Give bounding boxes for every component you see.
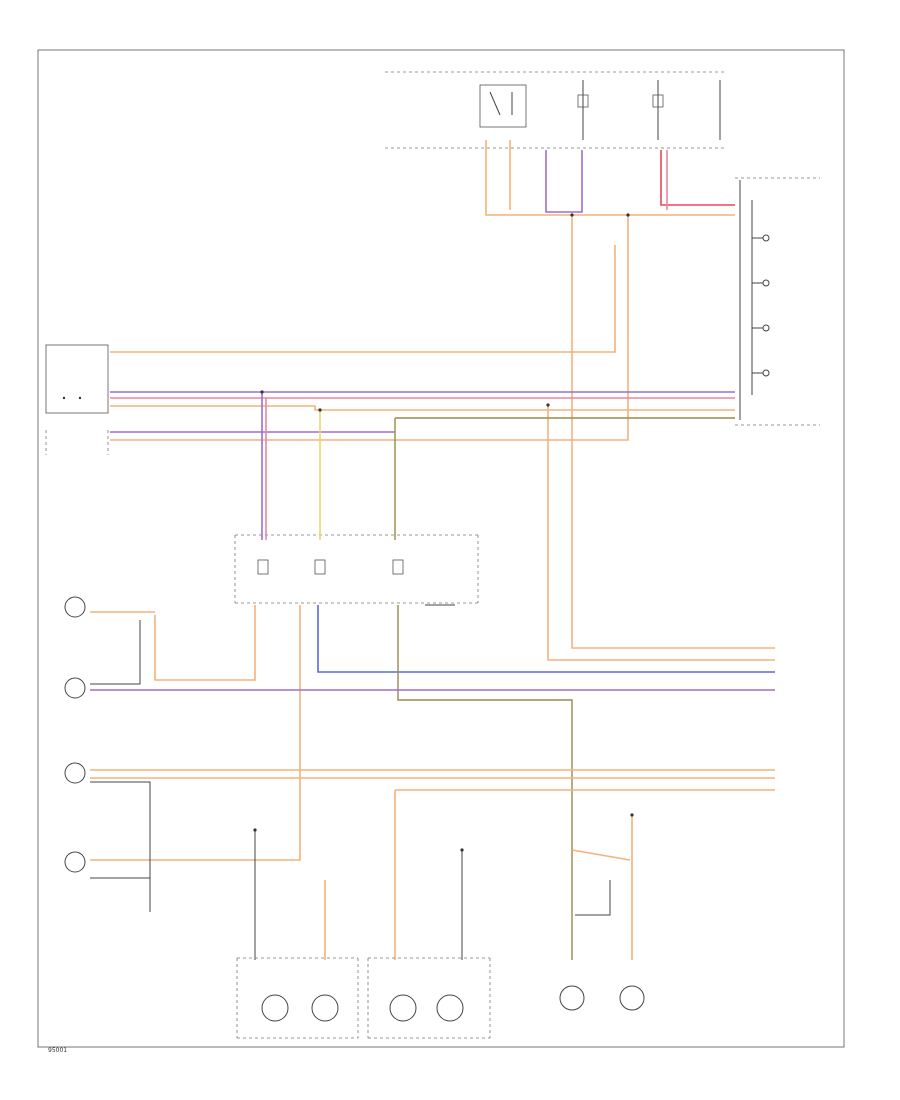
splices <box>253 213 634 852</box>
bottom-lamp-assemblies <box>236 957 645 1039</box>
footer-code: 95001 <box>48 1047 67 1054</box>
left-upper-module <box>45 344 109 455</box>
headlight-switch <box>735 177 820 426</box>
top-fuse-relay-box <box>385 71 725 149</box>
wires <box>90 140 775 960</box>
center-fuse-block <box>234 534 479 606</box>
left-lamps <box>64 596 86 873</box>
page-frame <box>37 49 845 1048</box>
